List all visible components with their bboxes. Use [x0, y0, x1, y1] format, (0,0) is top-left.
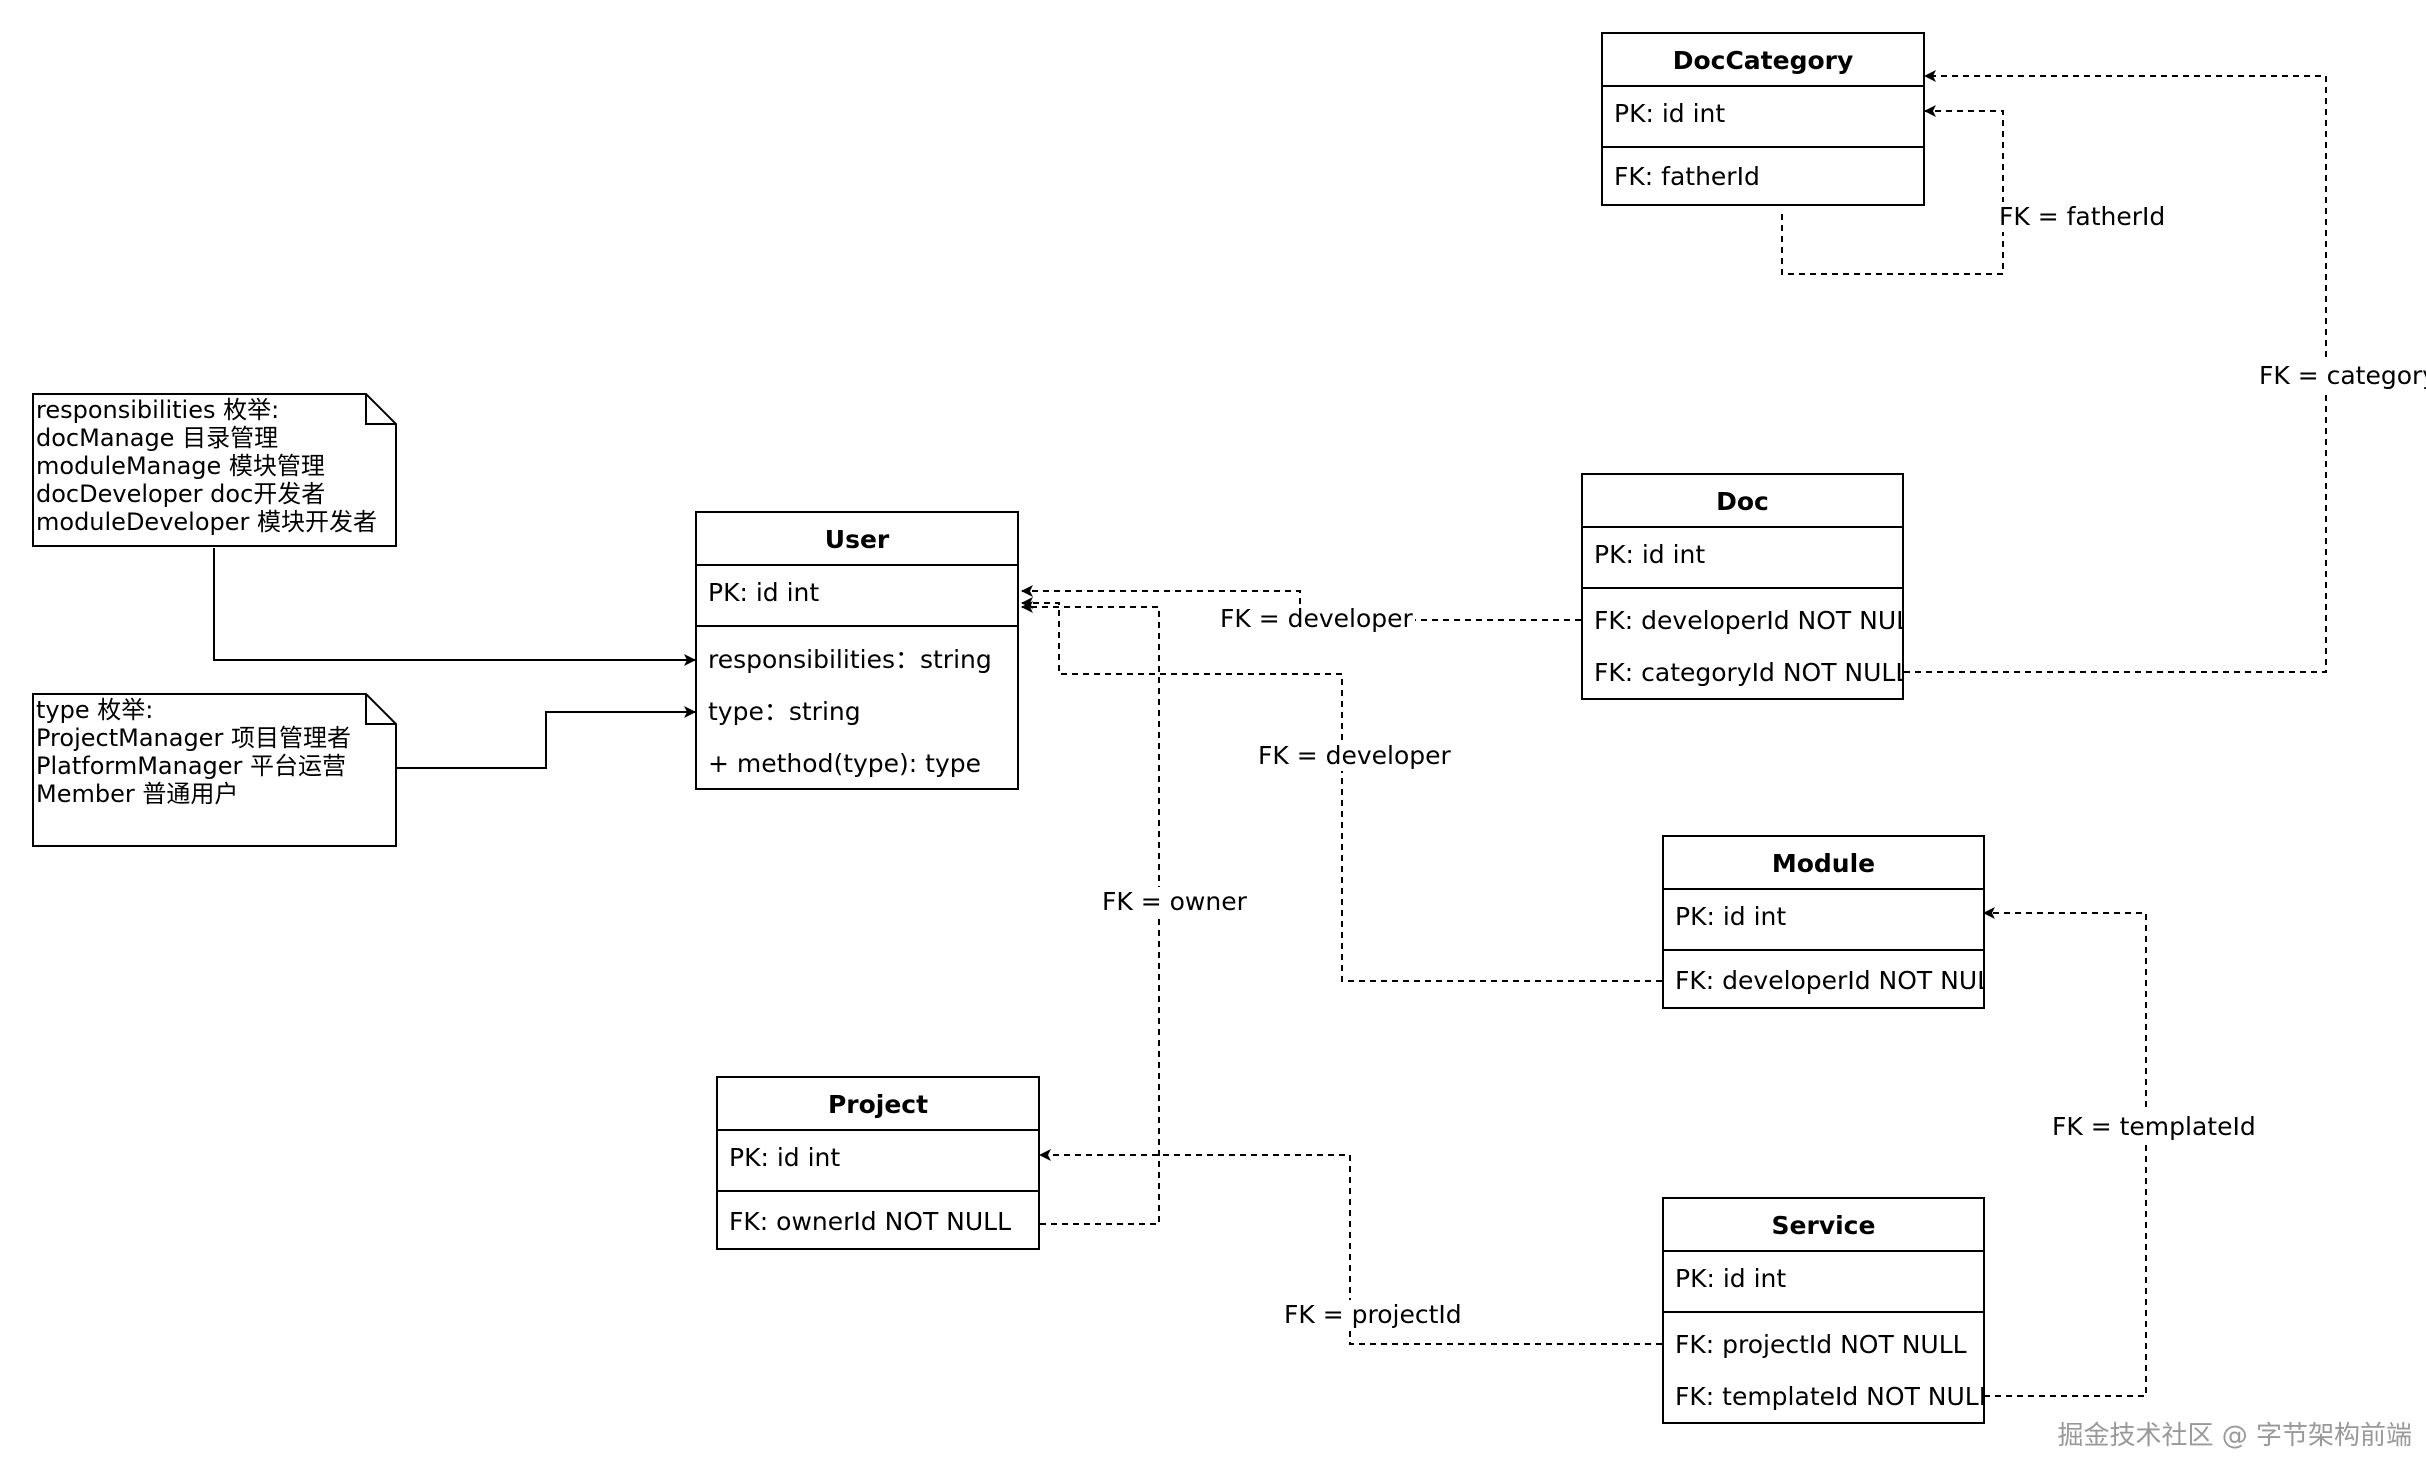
entity-separator: [1664, 1311, 1983, 1313]
entity-field: PK: id int: [708, 578, 820, 607]
type-note-fold: [365, 694, 396, 725]
entity-separator: [1664, 949, 1983, 951]
edge-label-module-developer: FK = developer: [1256, 741, 1453, 771]
entity-field: FK: developerId NOT NULL: [1594, 606, 1902, 635]
entity-title: Doc: [1583, 475, 1902, 528]
entity-separator: [718, 1190, 1038, 1192]
entity-field: PK: id int: [1675, 1264, 1787, 1293]
entity-field: responsibilities：string: [708, 645, 992, 674]
note-line: docDeveloper doc开发者: [36, 480, 326, 508]
entity-doccategory[interactable]: DocCategory PK: id int FK: fatherId: [1601, 32, 1925, 206]
entity-field: FK: developerId NOT NULL: [1675, 966, 1983, 995]
note-line: Member 普通用户: [36, 780, 239, 808]
entity-title: User: [697, 513, 1017, 566]
edge-label-doc-developer: FK = developer: [1218, 604, 1415, 634]
note-line: responsibilities 枚举:: [36, 396, 280, 424]
entity-field: PK: id int: [1594, 540, 1706, 569]
entity-separator: [697, 625, 1017, 627]
entity-separator: [1583, 587, 1902, 589]
owner-connector: [1021, 601, 1160, 1225]
note-line: moduleDeveloper 模块开发者: [36, 508, 378, 536]
fatherId-connector: [1781, 105, 2004, 275]
edge-label-fatherId: FK = fatherId: [1997, 202, 2168, 232]
entity-title: Project: [718, 1078, 1038, 1131]
entity-title: Service: [1664, 1199, 1983, 1252]
responsibilities-note-fold: [365, 394, 396, 425]
entity-title: Module: [1664, 837, 1983, 890]
note-line: PlatformManager 平台运营: [36, 752, 347, 780]
entity-field: PK: id int: [729, 1143, 841, 1172]
projectId-connector: [1039, 1149, 1662, 1345]
edge-label-category: FK = category: [2257, 361, 2426, 391]
note-line: type 枚举:: [36, 696, 154, 724]
entity-field: PK: id int: [1614, 99, 1726, 128]
note-line: docManage 目录管理: [36, 424, 279, 452]
type-note-connector: [396, 706, 696, 769]
entity-field: + method(type): type: [708, 749, 982, 778]
edge-label-owner: FK = owner: [1100, 887, 1249, 917]
entity-field: PK: id int: [1675, 902, 1787, 931]
responsibilities-note-connector: [213, 548, 696, 666]
entity-project[interactable]: Project PK: id int FK: ownerId NOT NULL: [716, 1076, 1040, 1250]
templateId-connector: [1983, 907, 2147, 1397]
entity-module[interactable]: Module PK: id int FK: developerId NOT NU…: [1662, 835, 1985, 1009]
entity-field: FK: categoryId NOT NULL: [1594, 658, 1902, 687]
responsibilities-note-shape: [32, 393, 397, 547]
type-note-shape: [32, 693, 397, 847]
edge-label-templateId: FK = templateId: [2050, 1112, 2258, 1142]
entity-field: FK: templateId NOT NULL: [1675, 1382, 1983, 1411]
note-line: ProjectManager 项目管理者: [36, 724, 351, 752]
entity-title: DocCategory: [1603, 34, 1923, 87]
entity-field: type：string: [708, 697, 861, 726]
entity-field: FK: fatherId: [1614, 162, 1760, 191]
module-developer-connector: [1021, 597, 1662, 982]
edge-label-projectId: FK = projectId: [1282, 1300, 1464, 1330]
entity-field: FK: ownerId NOT NULL: [729, 1207, 1012, 1236]
note-line: moduleManage 模块管理: [36, 452, 325, 480]
entity-doc[interactable]: Doc PK: id int FK: developerId NOT NULL …: [1581, 473, 1904, 700]
entity-field: FK: projectId NOT NULL: [1675, 1330, 1967, 1359]
entity-separator: [1603, 146, 1923, 148]
watermark: 掘金技术社区 @ 字节架构前端: [2057, 1421, 2412, 1451]
entity-service[interactable]: Service PK: id int FK: projectId NOT NUL…: [1662, 1197, 1985, 1424]
entity-user[interactable]: User PK: id int responsibilities：string …: [695, 511, 1019, 790]
